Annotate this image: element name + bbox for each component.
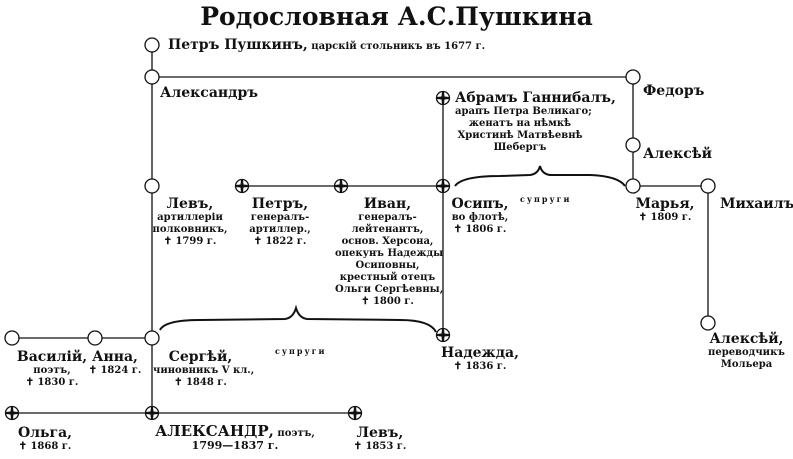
- spouse-brace: [159, 304, 437, 333]
- cross-icon: [236, 180, 248, 192]
- cross-icon: [6, 407, 18, 419]
- person-name: Надежда,: [441, 345, 519, 361]
- person-detail: Ольги Сергѣевны,: [335, 284, 444, 295]
- person-petr: Петръ,генералъ-артиллер.,✝ 1822 г.: [240, 196, 320, 248]
- person-detail: во флотѣ,: [451, 212, 509, 223]
- person-detail: переводчикъ: [708, 347, 785, 358]
- person-anna: Анна,✝ 1824 г.: [85, 349, 145, 377]
- person-detail: артиллеріи: [157, 212, 223, 223]
- cross-icon: [335, 180, 347, 192]
- person-fedor: Федоръ: [643, 83, 705, 99]
- person-osip: Осипъ,во флотѣ,✝ 1806 г.: [445, 196, 515, 236]
- person-detail: полковникъ,: [152, 224, 228, 235]
- cross-icon: [437, 329, 449, 341]
- person-name: Марья,: [635, 196, 695, 212]
- person-detail: поэтъ,: [33, 365, 71, 376]
- person-detail: ✝ 1853 г.: [353, 441, 407, 452]
- person-marya: Марья,✝ 1809 г.: [630, 196, 700, 224]
- person-nadezhda: Надежда,✝ 1836 г.: [440, 345, 520, 373]
- person-ivan: Иван,генералъ-лейтенантъ,основ. Херсона,…: [335, 196, 444, 308]
- person-abram: Абрамъ Ганнибалъ,арапъ Петра Великаго;же…: [455, 90, 616, 154]
- person-node-circle-icon: [700, 178, 716, 194]
- diagram-title: Родословная А.С.Пушкина: [200, 2, 593, 31]
- person-aleksei: Алексѣй: [643, 146, 713, 162]
- person-lev-younger: Левъ,✝ 1853 г.: [345, 425, 415, 453]
- person-detail: артиллер.,: [249, 224, 311, 235]
- person-name: Василій,: [16, 349, 88, 365]
- person-detail: генералъ-: [250, 212, 310, 223]
- person-node-circle-icon: [625, 69, 641, 85]
- person-detail: женатъ на нѣмкѣ: [468, 118, 572, 129]
- person-name: Сергѣй,: [168, 349, 233, 365]
- person-name: Осипъ,: [451, 196, 509, 212]
- spouse-brace: [454, 165, 626, 187]
- person-detail: основ. Херсона,: [341, 236, 434, 247]
- person-detail: крестный отецъ: [339, 272, 436, 283]
- person-detail: ✝ 1809 г.: [638, 212, 692, 223]
- person-name: Иван,: [363, 196, 412, 212]
- person-detail: Шебергъ: [493, 142, 547, 153]
- person-detail: Осиповны,: [355, 260, 420, 271]
- person-name: Петръ,: [251, 196, 309, 212]
- person-detail: ✝ 1836 г.: [453, 361, 507, 372]
- person-name: Левъ,: [356, 425, 404, 441]
- spouses-label: супруги: [275, 346, 327, 356]
- person-petr-pushkin: Петръ Пушкинъ, царскій стольникъ въ 1677…: [168, 37, 486, 53]
- person-mikhail: Михаилъ: [720, 196, 793, 212]
- person-detail: ✝ 1800 г.: [361, 296, 414, 307]
- person-node-circle-icon: [625, 137, 641, 153]
- person-name: Абрамъ Ганнибалъ,: [455, 90, 616, 106]
- person-detail: чиновникъ V кл.,: [153, 365, 255, 376]
- person-node-circle-icon: [144, 37, 160, 53]
- cross-icon: [437, 92, 449, 104]
- person-sergei: Сергѣй,чиновникъ V кл.,✝ 1848 г.: [153, 349, 255, 389]
- person-node-circle-icon: [4, 330, 20, 346]
- person-detail: Христинѣ Матвѣевнѣ: [457, 130, 583, 141]
- spouses-label: супруги: [520, 194, 572, 204]
- person-detail: ✝ 1806 г.: [453, 224, 507, 235]
- person-detail: ✝ 1824 г.: [88, 365, 142, 376]
- person-node-circle-icon: [87, 330, 103, 346]
- cross-icon: [146, 407, 158, 419]
- person-name: Левъ,: [166, 196, 214, 212]
- person-detail: опекунъ Надежды: [335, 248, 444, 259]
- person-name: Анна,: [92, 349, 138, 365]
- person-node-circle-icon: [144, 330, 160, 346]
- person-node-circle-icon: [144, 178, 160, 194]
- person-detail: Мольера: [720, 359, 773, 370]
- person-node-circle-icon: [625, 178, 641, 194]
- cross-icon: [437, 180, 449, 192]
- person-node-circle-icon: [700, 315, 716, 331]
- person-detail: ✝ 1799 г.: [163, 236, 217, 247]
- person-detail: ✝ 1822 г.: [253, 236, 307, 247]
- person-name: Алексѣй,: [709, 331, 784, 347]
- cross-icon: [349, 407, 361, 419]
- person-detail: генералъ-: [358, 212, 417, 223]
- person-aleksandr-poet: АЛЕКСАНДР, поэтъ,1799—1837 г.: [155, 422, 315, 452]
- person-aleksandr: Александръ: [160, 85, 258, 101]
- person-detail: арапъ Петра Великаго;: [455, 106, 592, 117]
- person-detail: ✝ 1830 г.: [25, 377, 79, 388]
- person-node-circle-icon: [144, 69, 160, 85]
- person-detail: лейтенантъ,: [351, 224, 424, 235]
- person-name: Ольга,: [17, 425, 73, 441]
- person-olga: Ольга,✝ 1868 г.: [10, 425, 80, 453]
- person-detail: ✝ 1848 г.: [174, 377, 227, 388]
- person-vasily: Василій,поэтъ,✝ 1830 г.: [12, 349, 92, 389]
- person-detail: ✝ 1868 г.: [18, 441, 72, 452]
